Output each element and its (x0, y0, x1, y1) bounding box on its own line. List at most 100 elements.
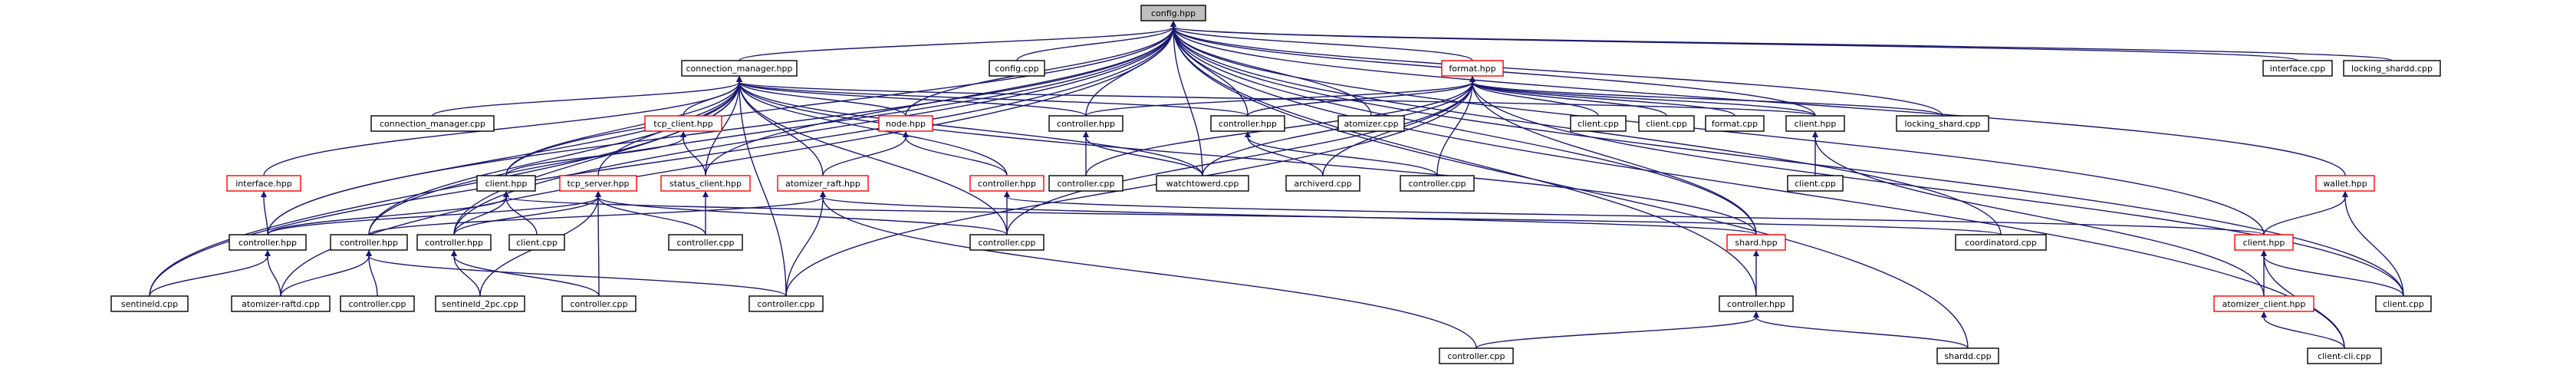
node-archiverd-cpp[interactable]: archiverd.cpp (1285, 175, 1360, 192)
node-controller-hpp-e[interactable]: controller.hpp (330, 234, 408, 251)
node-sentineld-2pc-cpp[interactable]: sentineld_2pc.cpp (435, 295, 525, 312)
edge-node_hpp-to-atomizer_raft_hpp (822, 131, 909, 176)
edge-connection_manager_hpp-to-shard_hpp (736, 76, 1757, 235)
node-atomizer-client-hpp[interactable]: atomizer_client.hpp (2213, 295, 2314, 312)
edge-format_hpp-to-client_cpp_e (1469, 76, 2404, 297)
edge-config_hpp-to-controller_hpp_e (368, 21, 1176, 235)
node-node-hpp[interactable]: node.hpp (878, 115, 933, 132)
edge-controller_hpp_b-to-controller_cpp_b (1245, 131, 1438, 176)
edge-connection_manager_hpp-to-node_hpp (736, 76, 906, 117)
node-client-cpp-a[interactable]: client.cpp (1570, 115, 1627, 132)
node-controller-cpp-c[interactable]: controller.cpp (668, 234, 743, 251)
edge-tcp_server_hpp-to-controller_cpp_f (595, 191, 601, 297)
node-box (1638, 115, 1695, 132)
edge-controller_hpp_b-to-archiverd_cpp (1245, 131, 1324, 176)
node-watchtowerd-cpp[interactable]: watchtowerd.cpp (1156, 175, 1249, 192)
edge-client_hpp_b-to-coordinatord_cpp (503, 191, 2002, 235)
node-client-cpp-b[interactable]: client.cpp (1638, 115, 1695, 132)
node-controller-cpp-f[interactable]: controller.cpp (561, 295, 637, 312)
node-label: watchtowerd.cpp (1166, 179, 1239, 189)
node-client-hpp-b[interactable]: client.hpp (476, 175, 536, 192)
node-controller-cpp-g[interactable]: controller.cpp (748, 295, 824, 312)
node-tcp-server-hpp[interactable]: tcp_server.hpp (559, 175, 637, 192)
node-controller-hpp-d[interactable]: controller.hpp (229, 234, 307, 251)
edge-wallet_hpp-to-client_hpp_c (2263, 191, 2348, 235)
node-controller-cpp-b[interactable]: controller.cpp (1400, 175, 1475, 192)
node-format-cpp[interactable]: format.cpp (1705, 115, 1765, 132)
node-label: controller.hpp (978, 179, 1036, 189)
node-label: client.cpp (2383, 299, 2424, 309)
node-controller-cpp-d[interactable]: controller.cpp (969, 234, 1045, 251)
node-client-hpp-c[interactable]: client.hpp (2234, 234, 2294, 251)
edge-format_hpp-to-controller_hpp_a (1085, 76, 1476, 117)
node-label: atomizer_raft.hpp (785, 179, 860, 189)
edge-tcp_server_hpp-to-controller_hpp_d (267, 191, 601, 235)
edge-atomizer_raft_hpp-to-controller_hpp_e (368, 191, 826, 235)
node-label: client.cpp (516, 238, 558, 248)
node-locking-shard-cpp[interactable]: locking_shard.cpp (1896, 115, 1989, 132)
node-label: shardd.cpp (1944, 351, 1991, 361)
node-locking-shardd-cpp[interactable]: locking_shardd.cpp (2343, 60, 2441, 77)
node-atomizer-cpp[interactable]: atomizer.cpp (1337, 115, 1405, 132)
node-box (370, 115, 495, 132)
node-atomizer-raft-hpp[interactable]: atomizer_raft.hpp (777, 175, 869, 192)
node-label: controller.cpp (1058, 179, 1115, 189)
node-status-client-hpp[interactable]: status_client.hpp (660, 175, 751, 192)
edge-controller_hpp_c-to-client_hpp_c (1004, 191, 2265, 235)
edge-client_hpp_a-to-atomizer_client_hpp (1812, 131, 2265, 297)
edge-config_hpp-to-client_cpp_e (1170, 21, 2404, 297)
node-box (1719, 295, 1794, 312)
node-box (2315, 175, 2375, 192)
node-box (1787, 175, 1844, 192)
node-atomizer-raftd-cpp[interactable]: atomizer-raftd.cpp (231, 295, 331, 312)
node-connection-manager-hpp[interactable]: connection_manager.hpp (681, 60, 798, 77)
node-controller-cpp-a[interactable]: controller.cpp (1048, 175, 1124, 192)
node-controller-cpp-h[interactable]: controller.cpp (1439, 347, 1514, 364)
node-box (1285, 175, 1360, 192)
node-client-cpp-e[interactable]: client.cpp (2375, 295, 2432, 312)
edge-controller_hpp_e-to-atomizer_raftd_cpp (280, 250, 372, 297)
edge-config_hpp-to-format_hpp (1170, 21, 1473, 61)
node-shardd-cpp[interactable]: shardd.cpp (1936, 347, 1999, 364)
node-controller-hpp-b[interactable]: controller.hpp (1210, 115, 1285, 132)
node-client-hpp-a[interactable]: client.hpp (1785, 115, 1845, 132)
node-controller-hpp-g[interactable]: controller.hpp (1719, 295, 1794, 312)
edge-tcp_client_hpp-to-status_client_hpp (680, 131, 706, 176)
node-config-cpp[interactable]: config.cpp (989, 60, 1045, 77)
edge-format_hpp-to-controller_cpp_b (1436, 76, 1476, 176)
node-label: connection_manager.hpp (686, 64, 793, 74)
edge-connection_manager_hpp-to-controller_cpp_d (736, 76, 1008, 235)
node-shard-hpp[interactable]: shard.hpp (1726, 234, 1786, 251)
node-tcp-client-hpp[interactable]: tcp_client.hpp (644, 115, 722, 132)
node-box (1337, 115, 1405, 132)
node-label: locking_shardd.cpp (2351, 64, 2433, 74)
node-interface-cpp[interactable]: interface.cpp (2262, 60, 2333, 77)
node-box (340, 295, 415, 312)
node-controller-hpp-c[interactable]: controller.hpp (969, 175, 1045, 192)
node-coordinatord-cpp[interactable]: coordinatord.cpp (1955, 234, 2047, 251)
edge-config_hpp-to-interface_cpp (1170, 21, 2298, 61)
node-controller-hpp-f[interactable]: controller.hpp (416, 234, 492, 251)
node-client-cpp-d[interactable]: client.cpp (508, 234, 565, 251)
node-interface-hpp[interactable]: interface.hpp (226, 175, 301, 192)
edge-connection_manager_hpp-to-controller_hpp_d (267, 76, 742, 235)
edge-format_hpp-to-controller_hpp_b (1247, 76, 1476, 117)
node-format-hpp[interactable]: format.hpp (1441, 60, 1504, 77)
node-wallet-hpp[interactable]: wallet.hpp (2315, 175, 2375, 192)
node-controller-hpp-a[interactable]: controller.hpp (1048, 115, 1124, 132)
node-box (1570, 115, 1627, 132)
node-config-hpp[interactable]: config.hpp (1140, 5, 1206, 21)
node-label: client.cpp (1578, 119, 1619, 129)
edge-config_hpp-to-client_cli_cpp (1170, 21, 2345, 349)
edge-wallet_hpp-to-client_cpp_e (2342, 191, 2404, 297)
edge-tcp_client_hpp-to-client_hpp_b (505, 131, 686, 176)
edge-atomizer_raft_hpp-to-shard_hpp (820, 191, 1757, 235)
node-connection-manager-cpp[interactable]: connection_manager.cpp (370, 115, 495, 132)
node-sentineld-cpp[interactable]: sentineld.cpp (110, 295, 189, 312)
edge-config_hpp-to-watchtowerd_cpp (1170, 21, 1203, 176)
node-label: controller.cpp (571, 299, 628, 309)
node-controller-cpp-e[interactable]: controller.cpp (340, 295, 415, 312)
node-client-cli-cpp[interactable]: client-cli.cpp (2307, 347, 2382, 364)
edge-format_hpp-to-watchtowerd_cpp (1202, 76, 1476, 176)
node-client-cpp-c[interactable]: client.cpp (1787, 175, 1844, 192)
